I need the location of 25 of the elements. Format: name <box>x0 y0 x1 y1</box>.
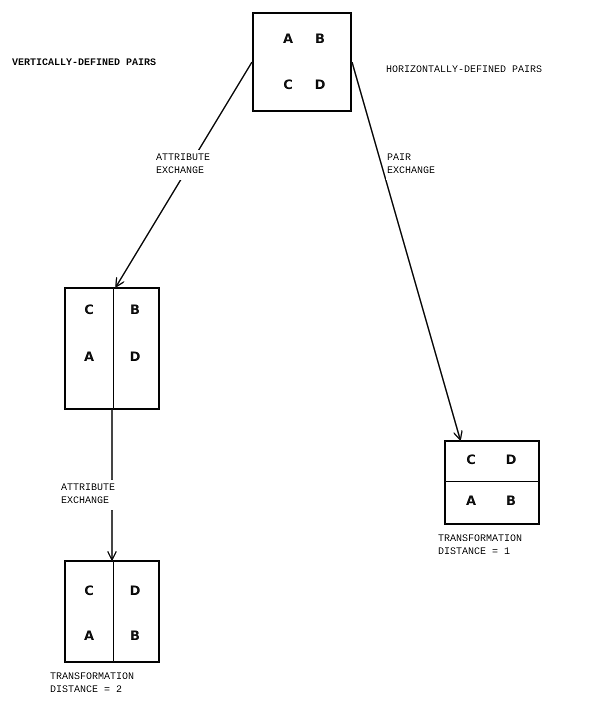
heading-label: VERTICALLY-DEFINED PAIRS <box>12 57 156 70</box>
letter-label: C <box>83 303 95 319</box>
letter-label: B <box>314 32 326 48</box>
letter-label: A <box>82 350 96 366</box>
letter-label: A <box>282 32 294 48</box>
arrow <box>351 62 463 441</box>
caption-text: TRANSFORMATION DISTANCE = 1 <box>438 533 524 559</box>
letter-label: B <box>129 629 141 645</box>
letter-label: D <box>504 453 518 469</box>
caption-text: TRANSFORMATION DISTANCE = 2 <box>50 671 136 697</box>
letter-label: B <box>129 303 141 319</box>
letter-label: C <box>465 453 477 469</box>
heading-label: HORIZONTALLY-DEFINED PAIRS <box>386 64 542 77</box>
letter-label: A <box>464 494 478 510</box>
letter-label: B <box>505 494 517 510</box>
grid-box <box>252 12 352 112</box>
letter-label: D <box>314 78 326 94</box>
letter-label: C <box>282 78 294 94</box>
letter-label: D <box>128 584 142 600</box>
letter-label: C <box>83 584 95 600</box>
letter-label: A <box>82 629 96 645</box>
grid-box <box>444 440 540 525</box>
grid-box <box>64 287 160 410</box>
letter-label: D <box>128 350 142 366</box>
grid-box <box>64 560 160 663</box>
